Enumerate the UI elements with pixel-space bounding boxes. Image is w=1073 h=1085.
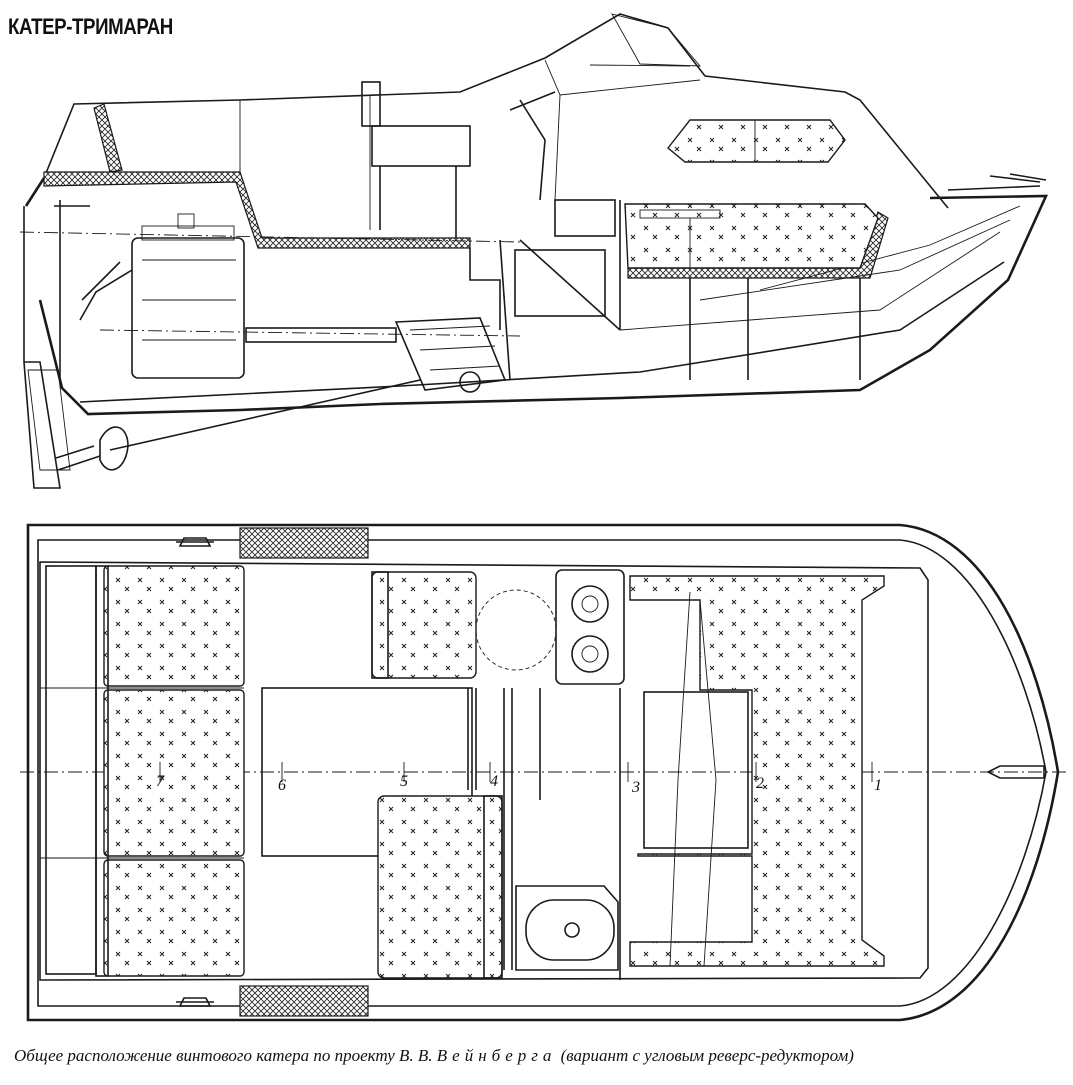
station-label-3: 3 bbox=[631, 779, 640, 796]
sink-plan bbox=[515, 885, 619, 971]
chine-lines bbox=[619, 205, 1021, 331]
station-label-6: 6 bbox=[278, 777, 286, 794]
side-deck-grating-top bbox=[239, 527, 369, 559]
station-label-7: 7 bbox=[156, 773, 165, 790]
engine bbox=[79, 213, 245, 379]
forward-berth-cushion bbox=[624, 203, 879, 269]
caption-author-surname: Вейнберга bbox=[436, 1046, 557, 1065]
propeller bbox=[99, 426, 129, 471]
transom-plate bbox=[27, 369, 71, 471]
bow-cleat bbox=[986, 765, 1045, 779]
forward-v-berth bbox=[629, 575, 885, 967]
cockpit-coaming bbox=[39, 561, 929, 981]
bulkhead-frames bbox=[469, 200, 861, 381]
windscreen bbox=[611, 13, 701, 67]
helm-seat bbox=[361, 81, 471, 238]
stern-post bbox=[54, 200, 90, 380]
windscreen-frames-plan bbox=[467, 688, 621, 980]
reverse-gearbox bbox=[245, 317, 507, 393]
boat-drawing: 1 2 3 4 5 6 7 bbox=[19, 13, 1066, 1022]
cabin-roof-outline bbox=[43, 13, 949, 209]
bow-rail bbox=[947, 173, 1047, 191]
passenger-seat-back bbox=[483, 795, 503, 979]
aft-deck-insulation bbox=[43, 171, 471, 249]
caption-part1: Общее расположение винтового катера по п… bbox=[14, 1046, 433, 1065]
aft-seats bbox=[40, 565, 245, 977]
station-label-4: 4 bbox=[490, 773, 498, 790]
figure-caption: Общее расположение винтового катера по п… bbox=[14, 1046, 1064, 1066]
stove-plan bbox=[555, 569, 625, 685]
cockpit-floor-hatch bbox=[261, 687, 473, 857]
steering-wheel bbox=[509, 91, 556, 201]
keel-line bbox=[79, 261, 1005, 403]
plan-gunwale-inner bbox=[37, 539, 1047, 1007]
caption-part2: (вариант с угловым реверс-редуктором) bbox=[560, 1046, 854, 1065]
steering-wheel-plan bbox=[475, 589, 557, 671]
shaft-centerline bbox=[99, 329, 521, 337]
station-label-2: 2 bbox=[756, 775, 764, 792]
hull-sheer-line bbox=[24, 177, 1049, 416]
transom bbox=[23, 206, 61, 489]
helm-seat-back bbox=[371, 571, 389, 679]
cleat-bottom bbox=[176, 997, 214, 1007]
fold-table bbox=[639, 209, 721, 219]
station-label-1: 1 bbox=[874, 777, 882, 794]
galley-unit bbox=[554, 199, 616, 237]
side-window bbox=[667, 119, 846, 163]
cleat-top bbox=[176, 537, 214, 547]
side-profile-view bbox=[19, 13, 1049, 489]
propeller-shaft bbox=[109, 379, 421, 451]
side-deck-grating-bottom bbox=[239, 985, 369, 1017]
aft-corner-insulation bbox=[93, 103, 123, 173]
waterline-reference bbox=[19, 231, 521, 243]
plan-view: 1 2 3 4 5 6 7 bbox=[20, 523, 1066, 1022]
cabin-roof-panels bbox=[239, 59, 701, 230]
station-marks: 1 2 3 4 5 6 7 bbox=[156, 762, 882, 796]
page-title: КАТЕР-ТРИМАРАН bbox=[8, 14, 173, 39]
station-label-5: 5 bbox=[400, 773, 408, 790]
rudder-stock bbox=[55, 445, 101, 471]
cabin-locker bbox=[514, 249, 606, 317]
